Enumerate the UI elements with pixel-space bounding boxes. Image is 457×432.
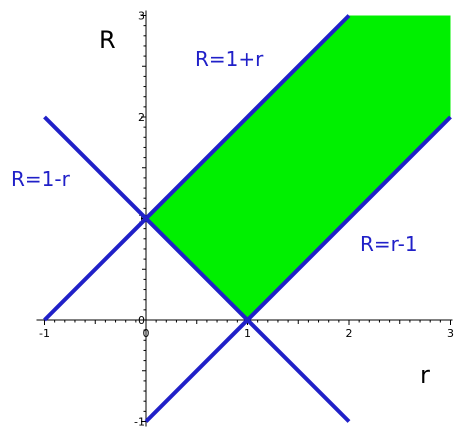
series-line-2	[144, 115, 452, 423]
x-tick-label: 1	[244, 327, 251, 340]
series-line-0	[43, 14, 351, 322]
x-tick-label: 0	[143, 327, 150, 340]
series-line-1	[43, 115, 351, 423]
axis-ticks: -1 0 1 2 3 -1 0 1 2 3	[39, 10, 454, 429]
y-tick-label: 1	[138, 213, 145, 226]
y-tick-label: 0	[138, 314, 145, 327]
y-tick-label: -1	[134, 416, 145, 429]
x-axis-label: r	[420, 361, 430, 389]
y-tick-label: 3	[138, 10, 145, 23]
series-lines	[43, 14, 452, 423]
y-tick-label: 2	[138, 111, 145, 124]
series-label-r-equals-1-minus-r: R=1-r	[11, 167, 71, 191]
x-tick-label: -1	[39, 327, 50, 340]
x-tick-label: 3	[447, 327, 454, 340]
y-axis-label: R	[99, 26, 116, 54]
series-label-r-equals-1-plus-r: R=1+r	[195, 47, 264, 71]
series-label-r-equals-r-minus-1: R=r-1	[360, 232, 418, 256]
shaded-region	[146, 15, 451, 320]
x-tick-label: 2	[346, 327, 353, 340]
